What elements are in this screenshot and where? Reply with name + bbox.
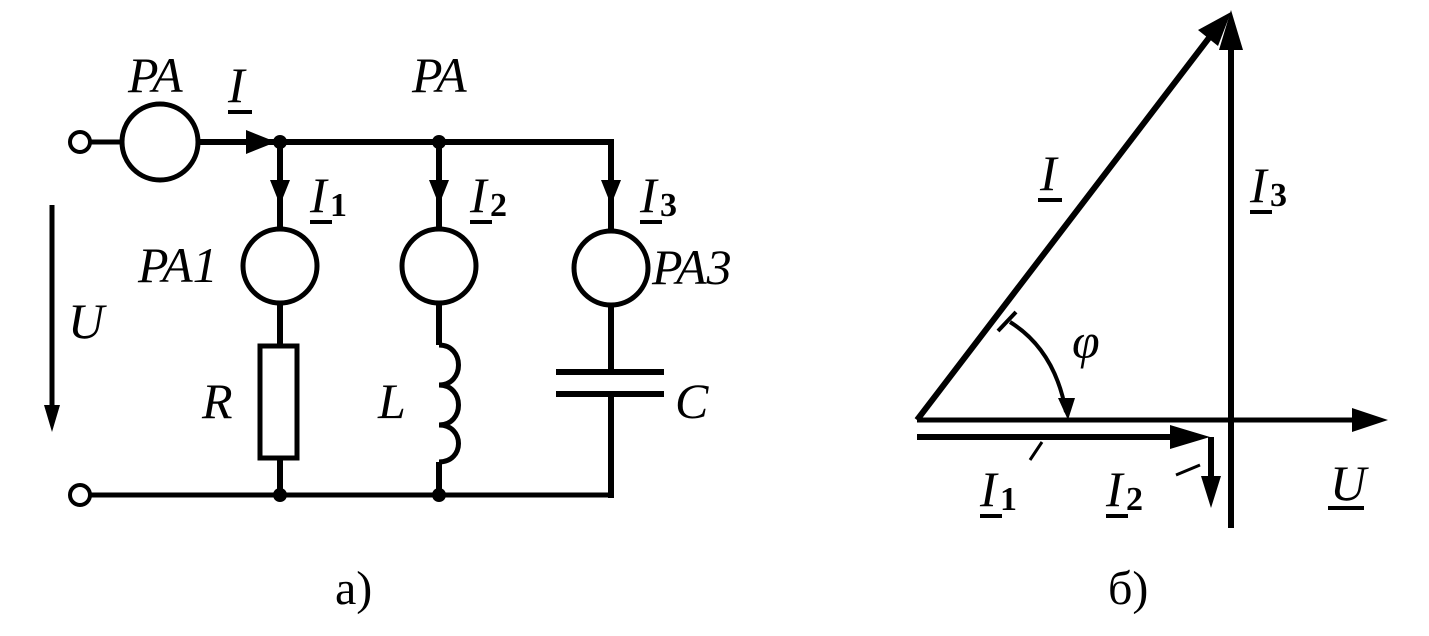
phasor-angle-arc (1008, 320, 1068, 413)
label-inductor: L (377, 373, 406, 429)
inductor-l (438, 342, 461, 465)
phasor-voltage-arrowhead (1352, 408, 1388, 432)
phasor-i3-arrowhead (1219, 10, 1243, 50)
phasor-label-i2-sub: 2 (1126, 481, 1143, 518)
phasor-label-i-total: I (1039, 145, 1059, 201)
label-meter-3: PA3 (651, 239, 732, 295)
leader-i2 (1175, 463, 1201, 477)
input-terminal-top (68, 130, 92, 154)
arrow-current-2 (429, 180, 449, 205)
label-meter-top: PA (411, 47, 467, 103)
phasor-angle-tick (996, 310, 1018, 333)
phasor-diagram: I I 3 φ I 1 I 2 U б) (914, 10, 1388, 615)
ammeter-main (119, 101, 201, 183)
label-voltage: U (68, 293, 107, 349)
leader-i1 (1028, 441, 1044, 461)
label-current-3-sub: 3 (660, 187, 677, 224)
label-current-total: I (227, 57, 247, 113)
phasor-label-i3-sub: 3 (1270, 177, 1287, 214)
ammeter-2 (399, 226, 479, 306)
phasor-label-i1-sub: 1 (1000, 481, 1017, 518)
label-current-1: I (309, 167, 329, 223)
phasor-i2-arrowhead (1201, 476, 1221, 508)
circuit-diagram: PA I PA I 1 I 2 I 3 PA1 PA3 U R L C а) (44, 47, 732, 615)
phasor-label-voltage: U (1330, 455, 1369, 511)
label-capacitor: C (675, 373, 709, 429)
caption-b: б) (1108, 562, 1148, 615)
phasor-angle-arrowhead (1058, 398, 1075, 420)
phasor-i1-arrowhead (1170, 425, 1210, 449)
label-meter-1: PA1 (137, 237, 218, 293)
phasor-label-i2: I (1105, 461, 1125, 517)
arrow-current-1 (270, 180, 290, 205)
ammeter-3 (571, 228, 651, 308)
label-current-2: I (469, 167, 489, 223)
input-terminal-bottom (68, 483, 92, 507)
arrow-current-3 (601, 180, 621, 205)
phasor-i-total-arrowhead (1198, 12, 1231, 46)
phasor-i-total-line (914, 28, 1218, 422)
ammeter-1 (240, 226, 320, 306)
caption-a: а) (335, 562, 372, 615)
label-resistor: R (201, 373, 233, 429)
label-current-3: I (639, 167, 659, 223)
label-meter-main: PA (127, 47, 183, 103)
voltage-arrow-head (44, 405, 60, 432)
label-current-1-sub: 1 (330, 187, 347, 224)
label-current-2-sub: 2 (490, 187, 507, 224)
phasor-label-i3: I (1249, 157, 1269, 213)
phasor-label-i1: I (979, 461, 999, 517)
resistor-r (257, 343, 300, 461)
phasor-label-angle: φ (1072, 313, 1100, 369)
